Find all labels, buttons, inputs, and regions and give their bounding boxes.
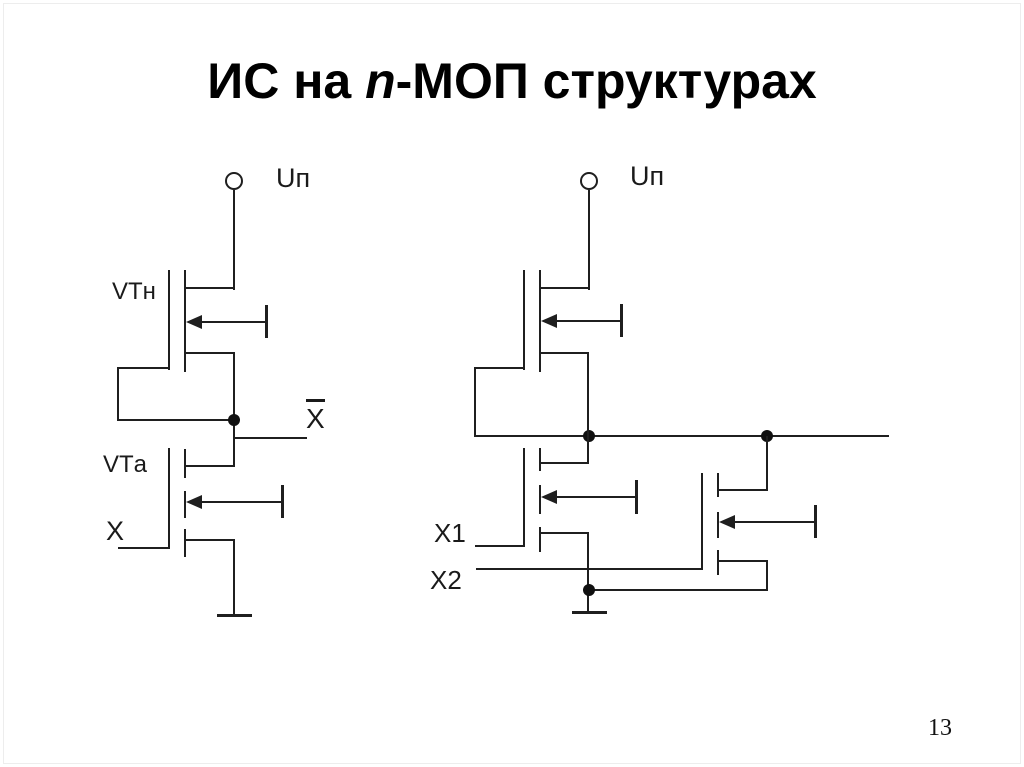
page-number: 13 [928,715,952,741]
output-junction-dot [228,414,240,426]
ground-icon [217,614,252,617]
t2-channel-drain-segment [717,473,719,497]
output-overbar-text: X [306,399,325,433]
t1-drain-column-wire [587,352,589,462]
load-substrate-wire [545,320,622,322]
driver-transistor-label: VTа [103,451,148,478]
driver-source-wire [185,539,235,541]
load-gate-feedback-bottom [118,419,235,421]
driver-gate-line [168,448,170,549]
t1-source-wire [540,532,589,534]
t2-substrate-terminal [814,505,817,538]
load-substrate-terminal [620,304,623,337]
t2-drain-up-wire [766,436,768,491]
load-transistor-label: VTн [112,278,156,305]
t1-substrate-terminal [635,480,638,514]
t2-channel-source-segment [717,550,719,575]
slide-title: ИС на n-МОП структурах [0,52,1024,110]
load-channel-line [184,270,186,372]
t1-source-down-wire [587,532,589,612]
input2-wire [476,568,703,570]
driver-channel-gate-segment [184,491,186,518]
load-drain-wire [540,287,590,289]
t1-gate-line [523,448,525,546]
power-terminal-circle [225,172,243,190]
load-channel-line [539,270,541,372]
t2-substrate-arrow-icon [719,515,735,529]
t2-gate-line [701,473,703,569]
load-gate-feedback-left [474,367,476,437]
input1-wire [475,545,525,547]
load-substrate-terminal [265,305,268,338]
driver-substrate-wire [190,501,283,503]
driver-drain-wire [185,465,235,467]
ground-icon [572,611,607,614]
load-gate-feedback-top [118,367,170,369]
load-drain-wire [185,287,235,289]
power-label: Uп [276,163,311,193]
load-gate-line [523,270,525,370]
load-gate-feedback-top [475,367,525,369]
power-wire [233,190,235,290]
power-terminal-circle [580,172,598,190]
driver-channel-source-segment [184,529,186,557]
t2-drain-wire [718,489,768,491]
title-italic-n: n [365,53,396,109]
input-label: X [106,516,125,546]
power-label: Uп [630,161,665,191]
t1-channel-source-segment [539,527,541,552]
t1-substrate-arrow-icon [541,490,557,504]
load-source-wire [540,352,589,354]
load-substrate-arrow-icon [541,314,557,328]
load-gate-line [168,270,170,370]
t2-channel-gate-segment [717,512,719,538]
load-source-wire [185,352,235,354]
driver-source-down-wire [233,539,235,616]
t2-source-wire [718,560,768,562]
ground-junction-dot [583,584,595,596]
input-wire [118,547,170,549]
output-junction-dot-1 [583,430,595,442]
output-label: X [306,399,325,433]
driver-substrate-terminal [281,485,284,518]
driver-channel-drain-segment [184,449,186,478]
t1-channel-gate-segment [539,485,541,514]
power-wire [588,190,590,290]
load-gate-feedback-left [117,367,119,421]
output-bus-wire [475,435,889,437]
t1-substrate-wire [545,496,637,498]
t1-drain-wire [540,462,589,464]
t2-source-return-wire [589,589,768,591]
t2-source-down-wire [766,560,768,591]
t2-substrate-wire [723,521,816,523]
input2-label: X2 [430,565,462,595]
driver-substrate-arrow-icon [186,495,202,509]
load-substrate-wire [190,321,267,323]
input1-label: X1 [434,518,466,548]
t1-channel-drain-segment [539,448,541,471]
output-tap-wire [235,437,307,439]
title-prefix: ИС на [207,53,366,109]
load-substrate-arrow-icon [186,315,202,329]
slide-border [3,3,1021,764]
output-node-wire [233,352,235,467]
title-suffix: -МОП структурах [395,53,817,109]
